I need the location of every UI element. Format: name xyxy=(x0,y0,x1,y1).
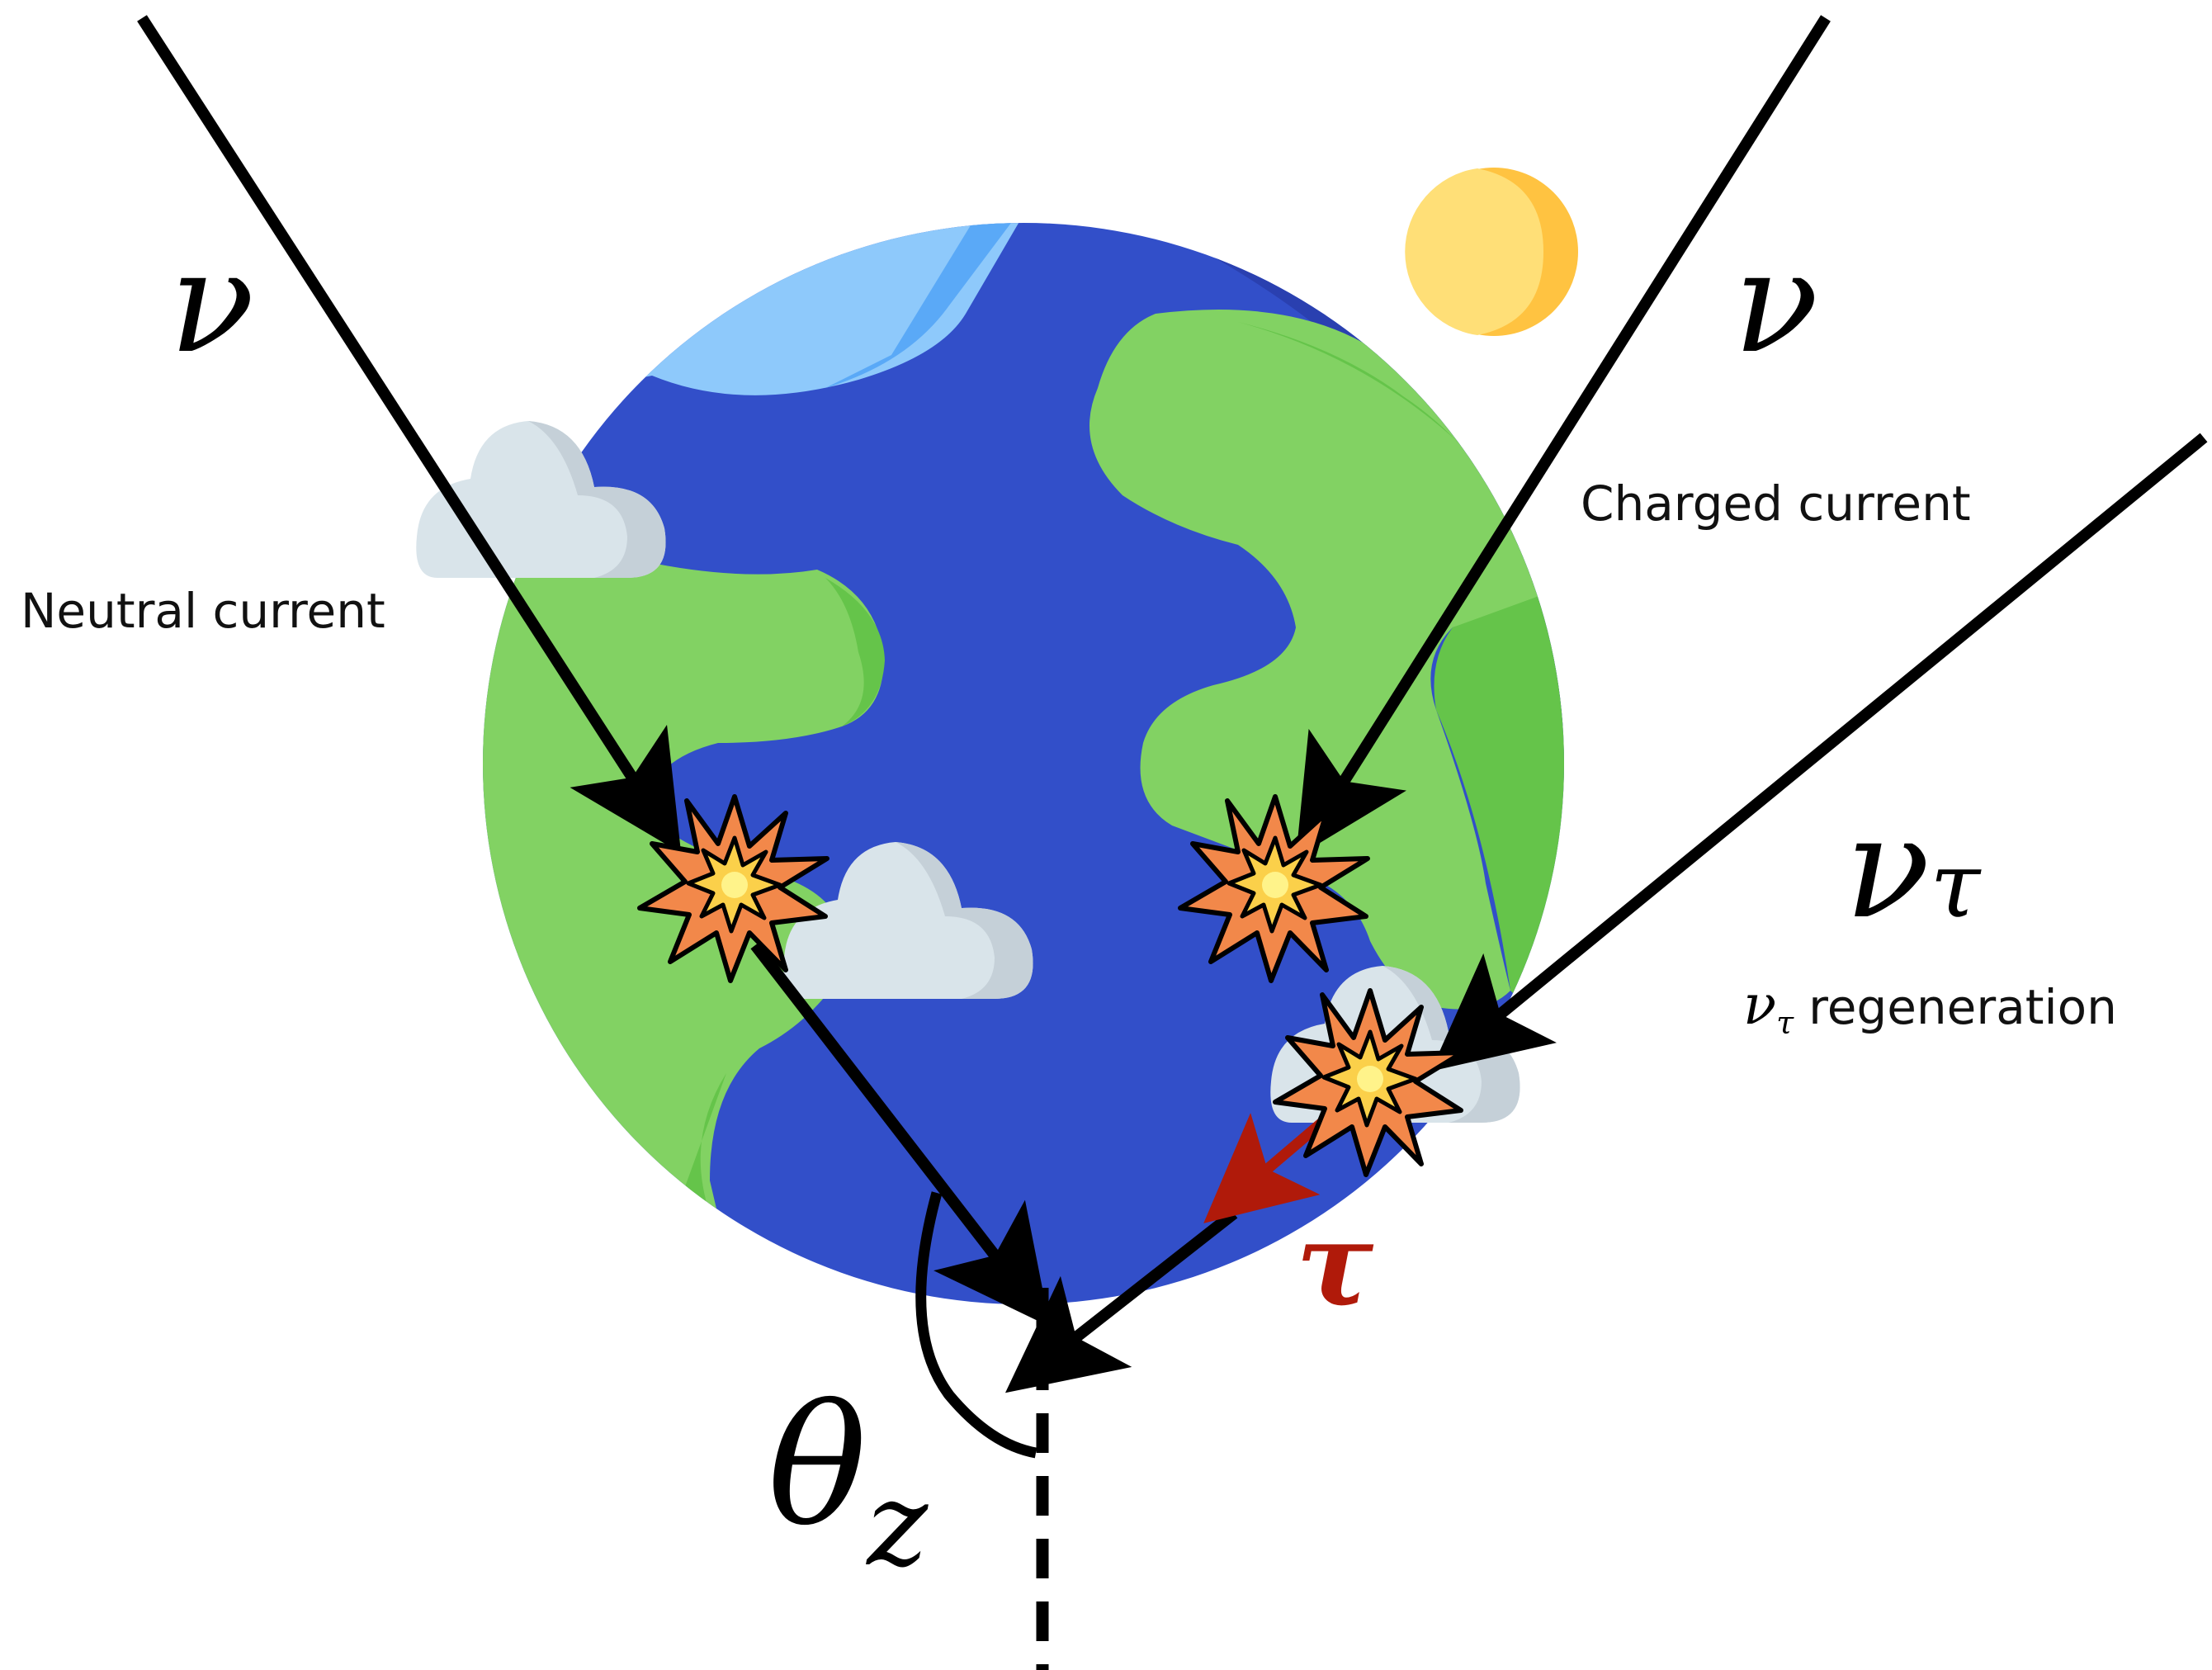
regen-text: regeneration xyxy=(1808,979,2117,1035)
zenith-angle-arc xyxy=(915,1191,1037,1459)
regen-subscript: τ xyxy=(1776,1005,1794,1041)
theta-subscript: z xyxy=(865,1458,929,1592)
nu-tau-subscript: τ xyxy=(1930,832,1982,938)
sun-icon xyxy=(1405,168,1578,336)
neutral-current-label: Neutral current xyxy=(21,583,385,639)
nu-tau-label: ντ xyxy=(1845,787,1982,950)
regenerated-neutrino-outgoing-track xyxy=(1004,1209,1238,1393)
nu-label-left: ν xyxy=(169,221,254,385)
cloud-icon xyxy=(783,842,1033,999)
tau-regeneration-incoming-track xyxy=(1430,433,2208,1072)
zenith-angle-label: θz xyxy=(768,1370,929,1592)
earth-icon xyxy=(483,223,1564,1304)
charged-current-incoming-track xyxy=(1296,15,1831,858)
nu-tau-symbol: ν xyxy=(1845,787,1930,950)
theta-symbol: θ xyxy=(768,1370,867,1563)
neutral-current-outgoing-track xyxy=(750,941,1051,1327)
neutral-current-incoming-track xyxy=(137,15,682,854)
tau-lepton-label: τ xyxy=(1296,1197,1374,1332)
regen-nu-symbol: ν xyxy=(1743,973,1776,1037)
nu-label-right: ν xyxy=(1733,221,1818,385)
tau-regeneration-label: ντ regeneration xyxy=(1743,973,2117,1041)
charged-current-label: Charged current xyxy=(1581,475,1971,532)
